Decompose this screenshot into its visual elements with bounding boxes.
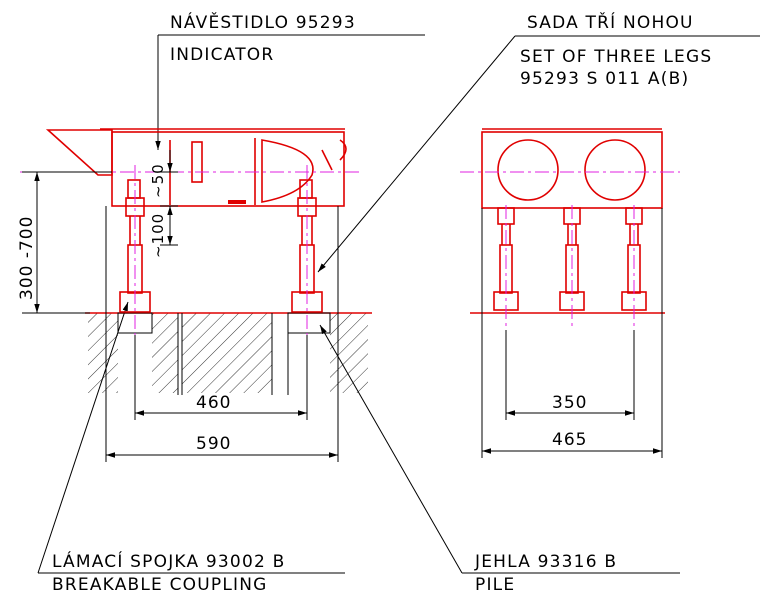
dim-approx-100: ~100 <box>149 213 167 258</box>
label-legs-cz: SADA TŘÍ NOHOU <box>527 11 694 33</box>
dim-front-width: 465 <box>481 208 663 458</box>
dim-side-width: 590 <box>105 206 339 462</box>
label-coupling-cz: LÁMACÍ SPOJKA 93002 B <box>52 550 285 572</box>
dim-side-width-text: 590 <box>196 434 231 454</box>
label-pile-cz: JEHLA 93316 B <box>474 552 617 572</box>
dim-height: 300 -700 <box>17 171 112 314</box>
dim-side-spacing-text: 460 <box>196 393 231 413</box>
dim-height-text: 300 -700 <box>17 216 37 300</box>
label-pile-en: PILE <box>475 575 515 595</box>
lamp-left <box>497 139 559 201</box>
label-legs-en: SET OF THREE LEGS <box>520 47 712 67</box>
label-indicator-cz: NÁVĚSTIDLO 95293 <box>170 11 356 33</box>
label-pile: JEHLA 93316 B PILE <box>319 324 680 595</box>
dim-front-spacing-text: 350 <box>552 393 587 413</box>
dim-approx: ~50 ~100 <box>149 150 178 258</box>
label-legs: SADA TŘÍ NOHOU SET OF THREE LEGS 95293 S… <box>317 11 760 273</box>
dim-approx-50: ~50 <box>149 163 167 198</box>
centerlines <box>20 165 680 335</box>
label-legs-code: 95293 S 011 A(B) <box>520 69 689 89</box>
dim-front-width-text: 465 <box>552 430 587 450</box>
label-coupling-en: BREAKABLE COUPLING <box>52 575 268 595</box>
dim-front-spacing: 350 <box>505 330 635 420</box>
side-view-signal <box>45 128 347 207</box>
lamp-right <box>584 139 646 201</box>
front-view-signal <box>481 128 663 209</box>
label-indicator-en: INDICATOR <box>170 45 274 65</box>
label-indicator: NÁVĚSTIDLO 95293 INDICATOR <box>155 11 425 150</box>
ground-hatch-side <box>85 312 372 395</box>
dim-side-spacing: 460 <box>134 335 308 420</box>
